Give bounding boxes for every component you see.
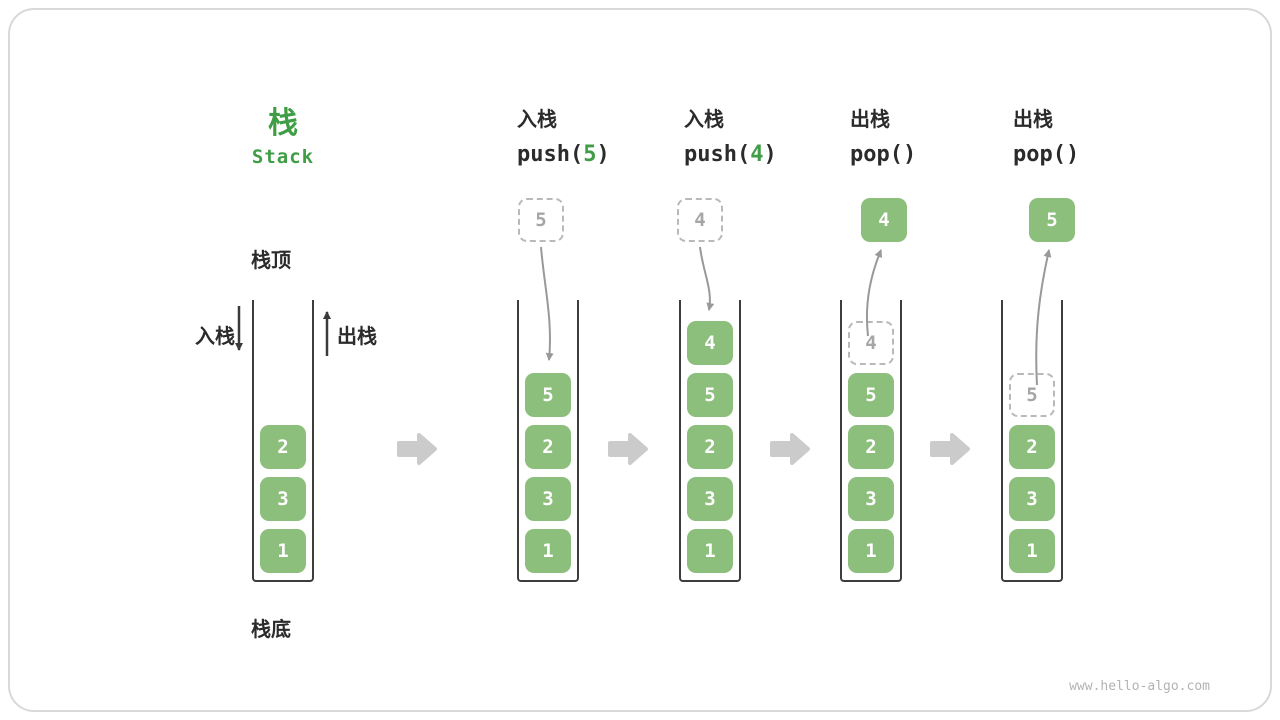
page-subtitle: Stack — [251, 146, 315, 168]
stage-header-push-5: 入栈 push(5) — [517, 106, 610, 167]
label-pop: 出栈 — [337, 324, 377, 348]
stage-header-pop-4: 出栈 pop() — [850, 106, 916, 167]
op-code-close: ) — [902, 142, 917, 167]
op-code: pop() — [850, 142, 916, 167]
label-push: 入栈 — [195, 324, 235, 348]
op-code: pop() — [1013, 142, 1079, 167]
op-code-arg: 5 — [583, 142, 597, 167]
op-label: 入栈 — [684, 107, 724, 131]
diagram-card — [8, 8, 1272, 712]
stack-cell: 2 — [260, 425, 306, 469]
op-code-close: ) — [1065, 142, 1080, 167]
op-label: 出栈 — [850, 107, 890, 131]
stack-cell: 1 — [525, 529, 571, 573]
op-code-fn: push( — [517, 142, 584, 167]
stage-header-push-4: 入栈 push(4) — [684, 106, 777, 167]
stack-cell: 1 — [260, 529, 306, 573]
stack-cell: 5 — [687, 373, 733, 417]
stack-cell: 3 — [525, 477, 571, 521]
stack-cell: 1 — [848, 529, 894, 573]
op-code-fn: push( — [684, 142, 751, 167]
watermark: www.hello-algo.com — [1069, 679, 1210, 694]
page-title: 栈 — [268, 106, 298, 141]
floating-value-dashed: 4 — [677, 198, 723, 242]
op-label: 出栈 — [1013, 107, 1053, 131]
label-stack-bottom: 栈底 — [251, 617, 291, 641]
stack-cell-removed: 5 — [1009, 373, 1055, 417]
op-code-fn: pop( — [1013, 142, 1066, 167]
stack-cell: 3 — [848, 477, 894, 521]
stack-cell: 4 — [687, 321, 733, 365]
op-code-close: ) — [596, 142, 610, 167]
op-code-arg: 4 — [750, 142, 764, 167]
stack-cell-removed: 4 — [848, 321, 894, 365]
floating-value-popped: 5 — [1029, 198, 1075, 242]
op-code: push(5) — [517, 142, 610, 167]
op-label: 入栈 — [517, 107, 557, 131]
stack-cell: 2 — [525, 425, 571, 469]
stack-cell: 5 — [848, 373, 894, 417]
stage-header-pop-5: 出栈 pop() — [1013, 106, 1079, 167]
floating-value-dashed: 5 — [518, 198, 564, 242]
op-code-fn: pop( — [850, 142, 903, 167]
stack-cell: 3 — [1009, 477, 1055, 521]
stack-cell: 5 — [525, 373, 571, 417]
op-code: push(4) — [684, 142, 777, 167]
stack-cell: 1 — [1009, 529, 1055, 573]
stack-cell: 2 — [1009, 425, 1055, 469]
stack-cell: 3 — [687, 477, 733, 521]
stack-cell: 3 — [260, 477, 306, 521]
stack-cell: 1 — [687, 529, 733, 573]
stack-cell: 2 — [687, 425, 733, 469]
op-code-close: ) — [763, 142, 777, 167]
label-stack-top: 栈顶 — [251, 248, 291, 272]
floating-value-popped: 4 — [861, 198, 907, 242]
stack-cell: 2 — [848, 425, 894, 469]
